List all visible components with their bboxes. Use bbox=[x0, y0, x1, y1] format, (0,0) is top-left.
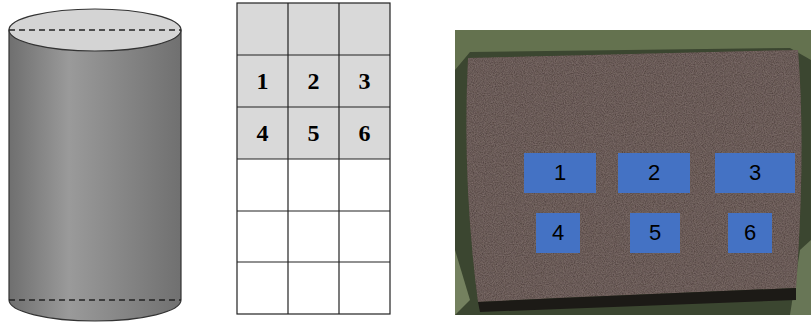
cell-number: 1 bbox=[257, 69, 269, 93]
region-number: 6 bbox=[744, 222, 756, 244]
region-number: 2 bbox=[648, 162, 660, 184]
region-number: 4 bbox=[552, 222, 564, 244]
region-number: 3 bbox=[749, 162, 761, 184]
region-number: 5 bbox=[649, 222, 661, 244]
region-box: 6 bbox=[728, 213, 772, 253]
cell-number: 2 bbox=[308, 69, 320, 93]
region-box: 4 bbox=[536, 213, 580, 253]
region-box: 3 bbox=[715, 153, 795, 193]
region-number: 1 bbox=[554, 162, 566, 184]
cylinder bbox=[9, 9, 181, 321]
cell-number: 5 bbox=[308, 121, 320, 145]
region-box: 1 bbox=[524, 153, 596, 193]
region-box: 5 bbox=[630, 213, 680, 253]
cell-number: 4 bbox=[257, 121, 269, 145]
cell-number: 3 bbox=[359, 69, 371, 93]
section-grid bbox=[237, 3, 390, 314]
cell-number: 6 bbox=[359, 121, 371, 145]
sample-photo bbox=[455, 30, 811, 315]
region-box: 2 bbox=[618, 153, 690, 193]
